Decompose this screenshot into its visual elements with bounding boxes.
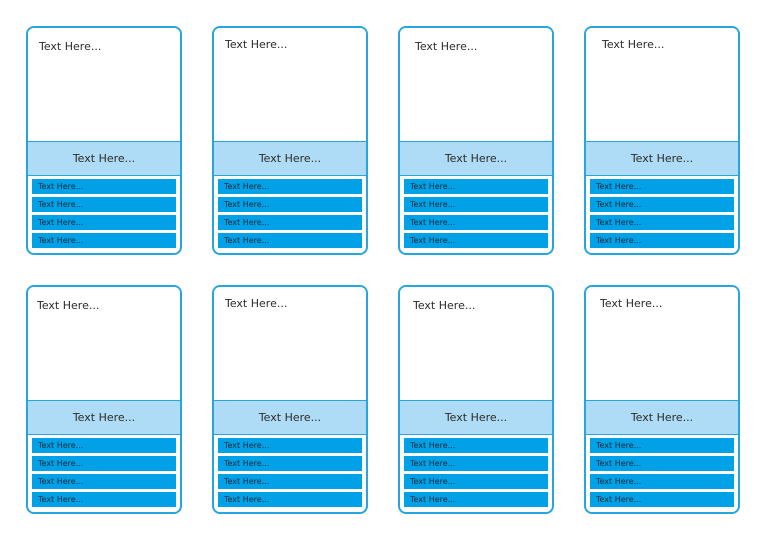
card-row: Text Here...	[32, 197, 176, 212]
card-rows: Text Here... Text Here... Text Here... T…	[218, 438, 362, 510]
card-row: Text Here...	[404, 179, 548, 194]
card-5: Text Here... Text Here... Text Here... T…	[26, 285, 182, 514]
card-row: Text Here...	[404, 215, 548, 230]
card-8: Text Here... Text Here... Text Here... T…	[584, 285, 740, 514]
card-row: Text Here...	[590, 179, 734, 194]
card-row: Text Here...	[404, 233, 548, 248]
card-row: Text Here...	[218, 197, 362, 212]
card-4: Text Here... Text Here... Text Here... T…	[584, 26, 740, 255]
card-top-text: Text Here...	[225, 297, 288, 310]
card-top-text: Text Here...	[600, 297, 663, 310]
card-row: Text Here...	[590, 215, 734, 230]
card-top-text: Text Here...	[39, 40, 102, 53]
card-top-area: Text Here...	[400, 287, 552, 401]
card-row: Text Here...	[32, 233, 176, 248]
card-3: Text Here... Text Here... Text Here... T…	[398, 26, 554, 255]
card-mid-band: Text Here...	[586, 401, 738, 435]
card-row: Text Here...	[32, 438, 176, 453]
card-row: Text Here...	[32, 492, 176, 507]
card-top-area: Text Here...	[214, 287, 366, 401]
card-row: Text Here...	[218, 233, 362, 248]
card-row: Text Here...	[32, 179, 176, 194]
card-6: Text Here... Text Here... Text Here... T…	[212, 285, 368, 514]
card-mid-band: Text Here...	[586, 142, 738, 176]
card-row: Text Here...	[218, 179, 362, 194]
card-rows: Text Here... Text Here... Text Here... T…	[590, 438, 734, 510]
card-row: Text Here...	[218, 215, 362, 230]
card-top-area: Text Here...	[400, 28, 552, 142]
card-row: Text Here...	[218, 474, 362, 489]
card-top-text: Text Here...	[413, 299, 476, 312]
card-row: Text Here...	[590, 197, 734, 212]
card-row: Text Here...	[590, 474, 734, 489]
card-row: Text Here...	[404, 492, 548, 507]
card-row: Text Here...	[32, 215, 176, 230]
card-row: Text Here...	[218, 438, 362, 453]
card-mid-band: Text Here...	[400, 142, 552, 176]
card-top-text: Text Here...	[37, 299, 100, 312]
card-row: Text Here...	[218, 492, 362, 507]
card-mid-band: Text Here...	[28, 142, 180, 176]
card-mid-band: Text Here...	[214, 142, 366, 176]
card-mid-band: Text Here...	[214, 401, 366, 435]
card-row: Text Here...	[404, 438, 548, 453]
card-rows: Text Here... Text Here... Text Here... T…	[32, 438, 176, 510]
card-rows: Text Here... Text Here... Text Here... T…	[32, 179, 176, 251]
card-row: Text Here...	[590, 456, 734, 471]
card-top-area: Text Here...	[214, 28, 366, 142]
card-mid-band: Text Here...	[28, 401, 180, 435]
card-top-area: Text Here...	[586, 287, 738, 401]
card-top-text: Text Here...	[602, 38, 665, 51]
card-rows: Text Here... Text Here... Text Here... T…	[218, 179, 362, 251]
card-top-area: Text Here...	[28, 28, 180, 142]
card-rows: Text Here... Text Here... Text Here... T…	[404, 179, 548, 251]
card-7: Text Here... Text Here... Text Here... T…	[398, 285, 554, 514]
card-2: Text Here... Text Here... Text Here... T…	[212, 26, 368, 255]
card-row: Text Here...	[404, 474, 548, 489]
card-row: Text Here...	[32, 474, 176, 489]
card-row: Text Here...	[590, 438, 734, 453]
card-top-area: Text Here...	[28, 287, 180, 401]
card-top-text: Text Here...	[225, 38, 288, 51]
card-row: Text Here...	[218, 456, 362, 471]
card-mid-band: Text Here...	[400, 401, 552, 435]
card-1: Text Here... Text Here... Text Here... T…	[26, 26, 182, 255]
card-row: Text Here...	[590, 233, 734, 248]
card-rows: Text Here... Text Here... Text Here... T…	[590, 179, 734, 251]
card-top-area: Text Here...	[586, 28, 738, 142]
card-row: Text Here...	[590, 492, 734, 507]
card-rows: Text Here... Text Here... Text Here... T…	[404, 438, 548, 510]
card-row: Text Here...	[32, 456, 176, 471]
card-row: Text Here...	[404, 197, 548, 212]
card-row: Text Here...	[404, 456, 548, 471]
card-top-text: Text Here...	[415, 40, 478, 53]
